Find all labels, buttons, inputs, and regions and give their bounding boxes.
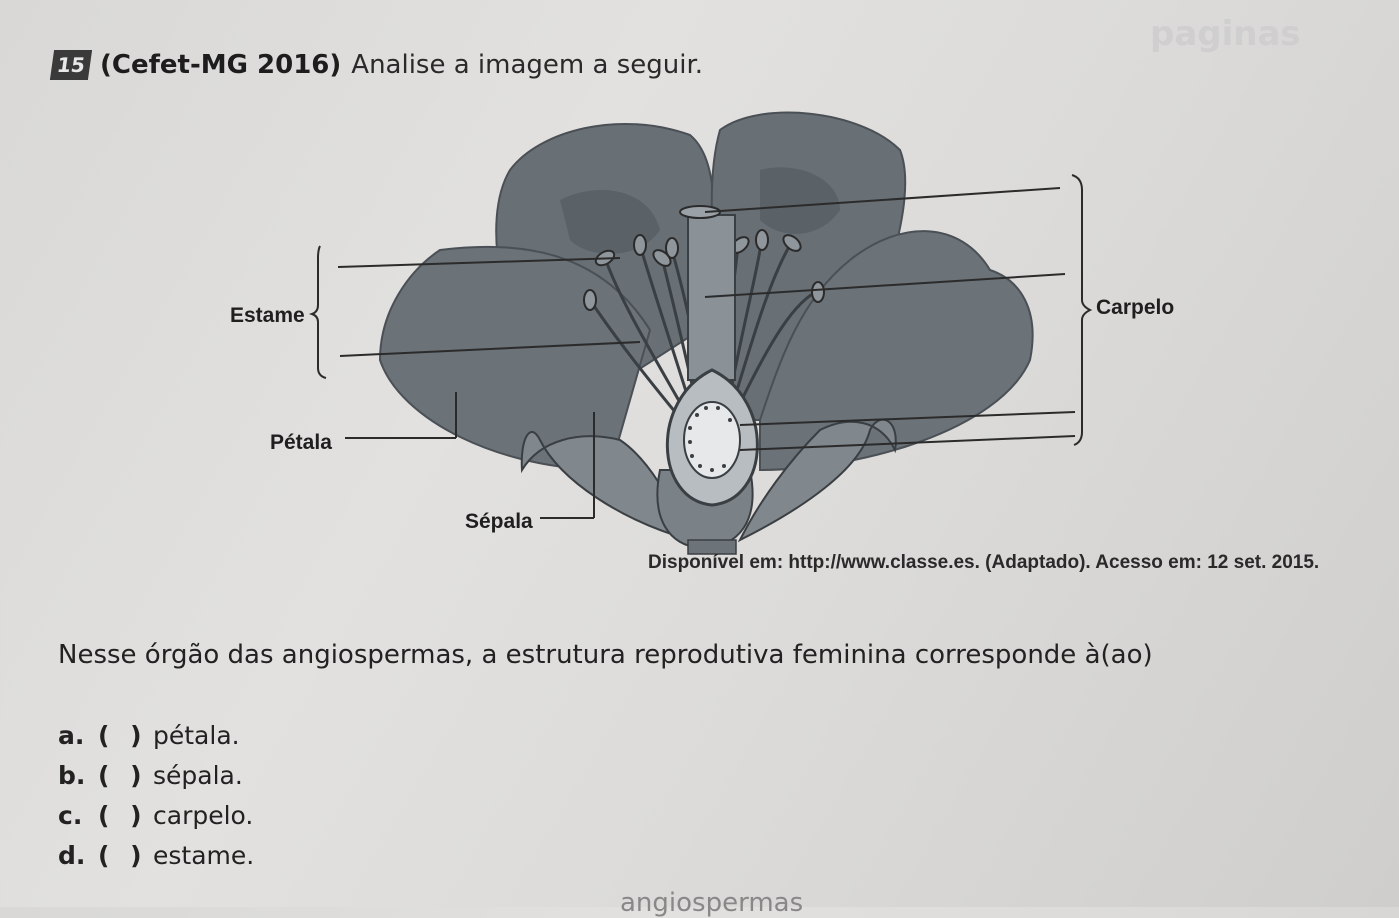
question-intro: Analise a imagem a seguir.: [351, 50, 704, 80]
answer-checkbox[interactable]: ( ): [98, 720, 148, 750]
option-letter: c.: [58, 800, 83, 830]
ovules: [688, 406, 732, 472]
option-a[interactable]: a. ( ) pétala.: [58, 715, 254, 755]
option-text: sépala.: [153, 760, 243, 790]
answer-checkbox[interactable]: ( ): [98, 760, 148, 790]
sepal-left: [520, 431, 692, 542]
label-estame: Estame: [230, 304, 305, 327]
option-c[interactable]: c. ( ) carpelo.: [58, 795, 254, 835]
answer-checkbox[interactable]: ( ): [98, 800, 148, 830]
anthers: [583, 229, 825, 311]
sepal-right: [737, 418, 897, 543]
question-source: (Cefet-MG 2016): [100, 50, 342, 80]
question-header: 15 (Cefet-MG 2016) Analise a imagem a se…: [49, 50, 704, 80]
option-letter: b.: [58, 760, 86, 790]
question-stem: Nesse órgão das angiospermas, a estrutur…: [58, 640, 1153, 670]
bleed-through-text: angiospermas: [620, 888, 804, 918]
option-text: estame.: [153, 840, 255, 870]
label-petala: Pétala: [270, 431, 332, 454]
bleed-through-text: paginas: [1150, 14, 1301, 54]
label-carpelo: Carpelo: [1096, 296, 1174, 319]
option-letter: d.: [58, 840, 86, 870]
option-text: carpelo.: [153, 800, 254, 830]
stigma: [679, 205, 721, 219]
answer-checkbox[interactable]: ( ): [98, 840, 148, 870]
figure-source: Disponível em: http://www.classe.es. (Ad…: [648, 552, 1320, 573]
label-sepala: Sépala: [465, 510, 533, 533]
option-letter: a.: [58, 720, 85, 750]
petal-left: [378, 245, 652, 472]
option-d[interactable]: d. ( ) estame.: [58, 835, 254, 875]
option-text: pétala.: [153, 720, 240, 750]
options-list: a. ( ) pétala. b. ( ) sépala. c. ( ) car…: [58, 715, 254, 875]
option-b[interactable]: b. ( ) sépala.: [58, 755, 254, 795]
pedicel: [687, 539, 737, 555]
ovary-inner: [683, 401, 741, 479]
petal-right: [759, 230, 1034, 472]
